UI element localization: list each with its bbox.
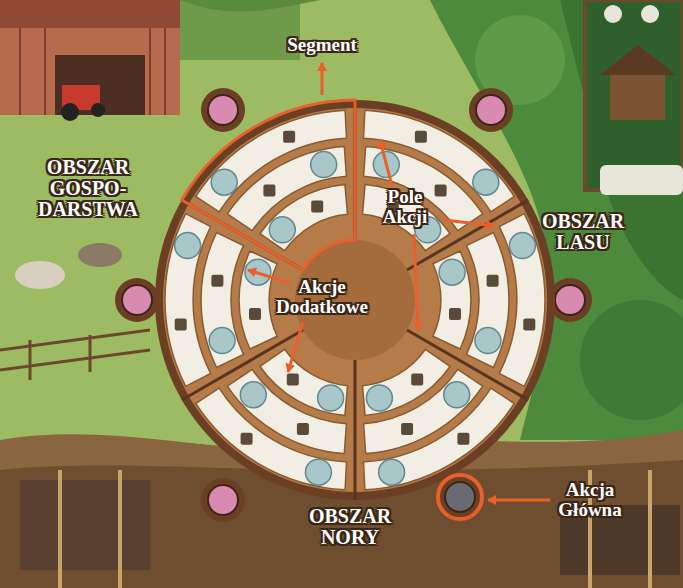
action-band	[363, 349, 451, 415]
icon	[287, 374, 299, 386]
callout-label: OBSZAR LASU	[542, 211, 624, 253]
rim-slot	[201, 88, 245, 132]
action-band	[467, 233, 509, 368]
segment-outline	[182, 100, 355, 270]
action-field	[209, 328, 235, 354]
wheel-rim	[155, 100, 555, 500]
action-band	[260, 349, 348, 415]
icon	[449, 308, 461, 320]
icon	[457, 433, 469, 445]
action-icon	[208, 485, 238, 515]
action-field	[305, 459, 331, 485]
callout-label: OBSZAR GOSPO- DARSTWA	[38, 157, 138, 220]
icon	[401, 423, 413, 435]
action-field	[311, 152, 337, 178]
action-field	[366, 385, 392, 411]
action-band	[201, 233, 243, 368]
rim-slot	[438, 475, 482, 519]
action-field	[475, 328, 501, 354]
rim-slot	[201, 478, 245, 522]
segment-divider	[354, 360, 357, 500]
action-field	[175, 233, 201, 259]
icon	[297, 423, 309, 435]
action-icon	[476, 95, 506, 125]
callout-label: Segment	[287, 35, 357, 55]
icon	[263, 185, 275, 197]
icon	[249, 308, 261, 320]
icon	[283, 131, 295, 143]
action-field	[379, 459, 405, 485]
action-field	[269, 217, 295, 243]
action-icon	[122, 285, 152, 315]
icon	[411, 374, 423, 386]
rim-slot	[469, 88, 513, 132]
action-field	[439, 259, 465, 285]
action-field	[211, 169, 237, 195]
icon	[487, 275, 499, 287]
icon	[311, 200, 323, 212]
callout-label: Pole Akcji	[383, 187, 427, 227]
action-field	[509, 233, 535, 259]
segment-divider	[182, 330, 303, 400]
action-icon	[445, 482, 475, 512]
action-field	[240, 382, 266, 408]
action-field	[444, 382, 470, 408]
rim-slot	[115, 278, 159, 322]
action-band	[363, 184, 451, 250]
action-band	[239, 251, 277, 349]
action-wheel	[115, 88, 592, 522]
leader-lines	[248, 63, 550, 500]
segment-divider	[407, 330, 528, 400]
action-band	[260, 184, 348, 250]
action-field	[318, 385, 344, 411]
icon	[415, 131, 427, 143]
action-band	[433, 251, 471, 349]
callout-label: OBSZAR NORY	[309, 506, 391, 548]
icon	[435, 185, 447, 197]
callout-label: Akcje Dodatkowe	[276, 277, 368, 317]
action-field	[473, 169, 499, 195]
icon	[241, 433, 253, 445]
icon	[211, 275, 223, 287]
icon	[175, 319, 187, 331]
main-action-ring	[438, 475, 482, 519]
action-icon	[555, 285, 585, 315]
callout-label: Akcja Główna	[558, 480, 621, 520]
icon	[523, 319, 535, 331]
action-icon	[208, 95, 238, 125]
